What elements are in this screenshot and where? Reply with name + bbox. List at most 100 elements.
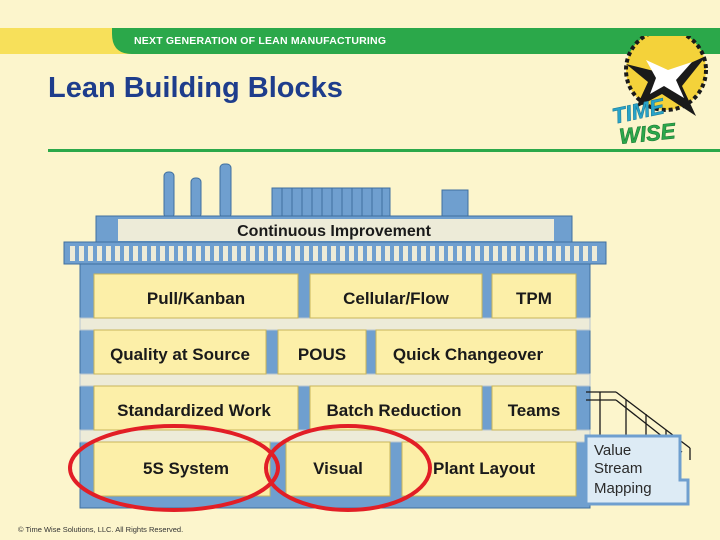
parapet-slat <box>349 246 354 261</box>
copyright-footer: © Time Wise Solutions, LLC. All Rights R… <box>18 525 184 534</box>
parapet-slat <box>241 246 246 261</box>
label-teams: Teams <box>508 401 561 420</box>
parapet-slat <box>448 246 453 261</box>
block-batch-reduction <box>309 385 483 431</box>
block-5s-system <box>93 441 271 497</box>
rooftop-vents <box>271 187 469 219</box>
parapet-slat <box>385 246 390 261</box>
chimneys <box>163 163 232 219</box>
parapet-slat <box>574 246 579 261</box>
label-quality-at-source: Quality at Source <box>110 345 250 364</box>
parapet-slat <box>547 246 552 261</box>
parapet-slat <box>529 246 534 261</box>
block-pull-kanban <box>93 273 299 319</box>
floor-4: 5S System Visual Plant Layout <box>93 441 577 497</box>
parapet-slat <box>70 246 75 261</box>
block-quick-changeover <box>375 329 577 375</box>
parapet-slat <box>358 246 363 261</box>
parapet-slat <box>88 246 93 261</box>
parapet-slat <box>367 246 372 261</box>
floor-1: Pull/Kanban Cellular/Flow TPM <box>93 273 577 319</box>
parapet-slat <box>322 246 327 261</box>
parapet-slat <box>214 246 219 261</box>
floor-3: Standardized Work Batch Reduction Teams <box>93 385 577 431</box>
block-standardized-work <box>93 385 299 431</box>
page-title: Lean Building Blocks <box>48 72 343 104</box>
parapet-slat <box>403 246 408 261</box>
parapet-slat <box>430 246 435 261</box>
label-cellular-flow: Cellular/Flow <box>343 289 450 308</box>
parapet-slat <box>124 246 129 261</box>
parapet-slat <box>583 246 588 261</box>
parapet-slat <box>115 246 120 261</box>
parapet-slats <box>70 246 597 261</box>
parapet-slat <box>592 246 597 261</box>
highlight-visual <box>264 424 432 512</box>
title-divider <box>48 149 720 152</box>
label-plant-layout: Plant Layout <box>433 459 535 478</box>
roof-label-continuous-improvement: Continuous Improvement <box>237 223 431 240</box>
block-visual <box>285 441 391 497</box>
block-tpm <box>491 273 577 319</box>
logo-text-wise: WISE <box>618 118 678 148</box>
parapet-slat <box>304 246 309 261</box>
vsm-line-2: Stream <box>594 460 642 477</box>
parapet-slat <box>313 246 318 261</box>
parapet-slat <box>484 246 489 261</box>
time-wise-logo: TIME WISE <box>610 36 708 148</box>
label-pull-kanban: Pull/Kanban <box>147 289 245 308</box>
parapet-slat <box>511 246 516 261</box>
label-visual: Visual <box>313 459 363 478</box>
parapet-slat <box>160 246 165 261</box>
parapet-slat <box>457 246 462 261</box>
parapet-slat <box>259 246 264 261</box>
parapet-slat <box>439 246 444 261</box>
parapet-slat <box>394 246 399 261</box>
label-tpm: TPM <box>516 289 552 308</box>
parapet-slat <box>205 246 210 261</box>
parapet-slat <box>493 246 498 261</box>
parapet-slat <box>376 246 381 261</box>
value-stream-mapping-box: Value Stream Mapping <box>584 434 690 506</box>
parapet-slat <box>232 246 237 261</box>
header-tagline: NEXT GENERATION OF LEAN MANUFACTURING <box>134 35 387 47</box>
parapet-slat <box>520 246 525 261</box>
block-teams <box>491 385 577 431</box>
parapet-slat <box>412 246 417 261</box>
parapet-slat <box>223 246 228 261</box>
label-standardized-work: Standardized Work <box>117 401 271 420</box>
roof-panel <box>118 219 554 241</box>
parapet-slat <box>106 246 111 261</box>
parapet-slat <box>178 246 183 261</box>
parapet-slat <box>466 246 471 261</box>
parapet-slat <box>556 246 561 261</box>
vsm-line-1: Value <box>594 442 631 459</box>
header-band <box>0 28 720 54</box>
label-batch-reduction: Batch Reduction <box>326 401 461 420</box>
parapet-slat <box>79 246 84 261</box>
parapet-slat <box>169 246 174 261</box>
label-quick-changeover: Quick Changeover <box>393 345 544 364</box>
parapet-slat <box>268 246 273 261</box>
parapet-slat <box>565 246 570 261</box>
parapet-slat <box>97 246 102 261</box>
parapet-slat <box>277 246 282 261</box>
parapet-slat <box>295 246 300 261</box>
parapet-slat <box>133 246 138 261</box>
label-pous: POUS <box>298 345 346 364</box>
parapet-slat <box>286 246 291 261</box>
block-cellular-flow <box>309 273 483 319</box>
parapet-slat <box>421 246 426 261</box>
block-quality-at-source <box>93 329 267 375</box>
parapet-slat <box>151 246 156 261</box>
parapet-slat <box>331 246 336 261</box>
parapet-slat <box>187 246 192 261</box>
vsm-line-3: Mapping <box>594 480 652 497</box>
parapet-slat <box>340 246 345 261</box>
highlight-5s-system <box>68 424 280 512</box>
parapet-slat <box>475 246 480 261</box>
label-5s-system: 5S System <box>143 459 229 478</box>
parapet-slat <box>142 246 147 261</box>
parapet-slat <box>538 246 543 261</box>
